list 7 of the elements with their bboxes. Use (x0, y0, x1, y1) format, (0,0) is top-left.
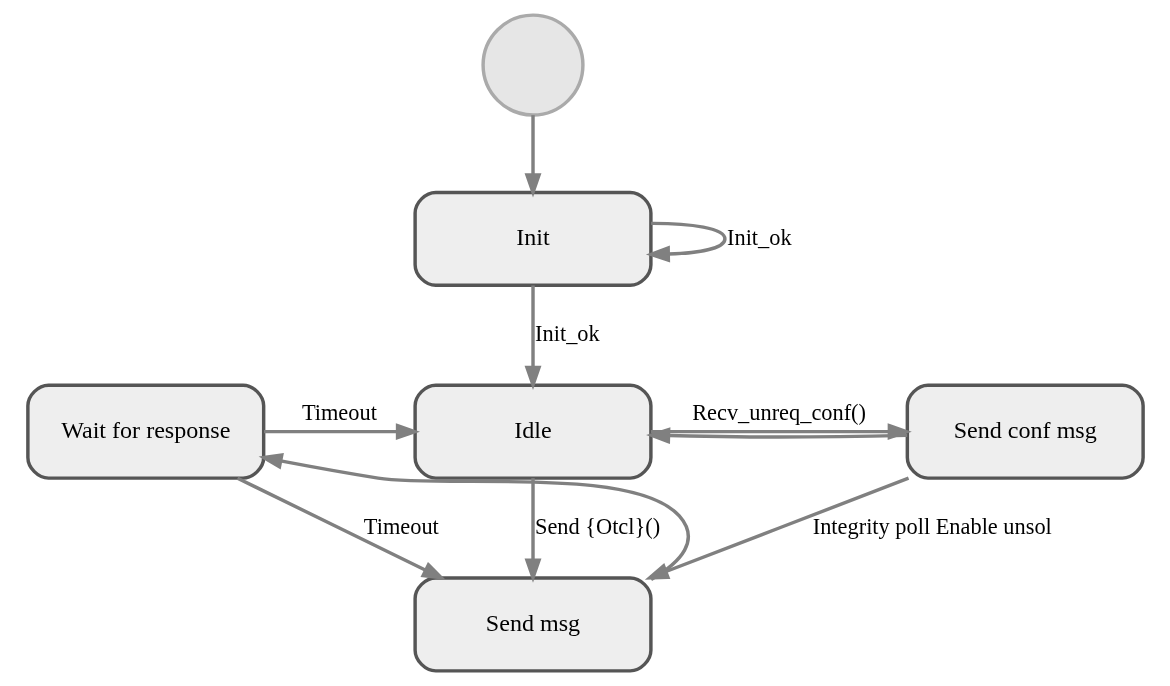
edge-label: Integrity poll Enable unsol (812, 513, 1052, 539)
edge-label: Recv_unreq_conf() (691, 400, 866, 426)
edge-label: Init_ok (534, 321, 600, 347)
edge-label: Timeout (301, 400, 377, 426)
edge-label: Send {Otcl}() (534, 513, 660, 539)
edge-label: Timeout (363, 513, 439, 539)
edge-label: Init_ok (726, 224, 792, 250)
